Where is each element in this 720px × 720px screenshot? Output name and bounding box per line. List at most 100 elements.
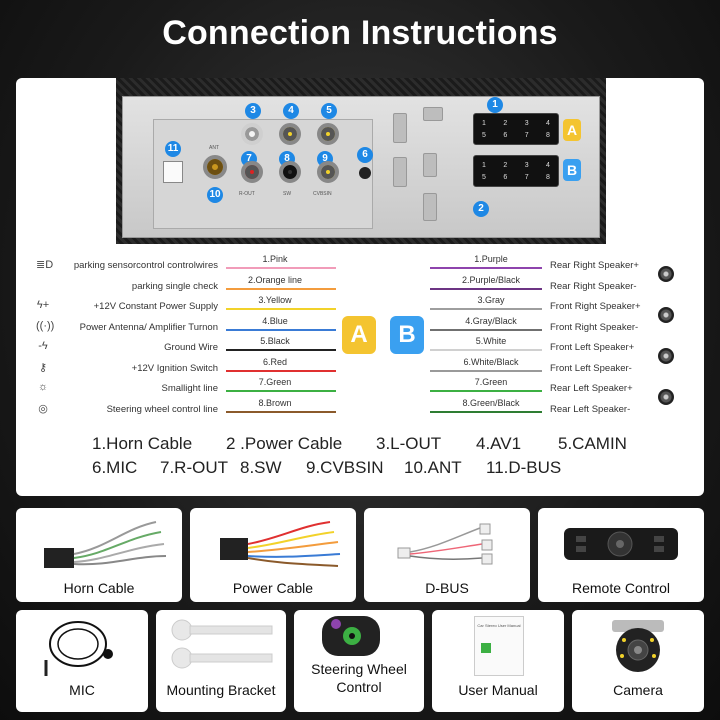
power-bolt-icon: ϟ+ (36, 299, 50, 311)
accessory-card-steering-wheel-control: Steering Wheel Control (294, 610, 424, 712)
wire-color-label: 6.Red (262, 356, 288, 367)
camin-jack (317, 123, 339, 145)
port-legend-item: 9.CVBSIN (306, 458, 384, 477)
accessory-label: Steering Wheel Control (311, 661, 407, 695)
speaker-function-label: Rear Left Speaker- (550, 403, 631, 415)
manual-logo (481, 643, 491, 653)
badge-6: 6 (357, 147, 373, 163)
wire-function-label: +12V Ignition Switch (131, 362, 218, 374)
wiring-tag-b: B (390, 316, 424, 354)
badge-4: 4 (283, 103, 299, 119)
av1-jack (279, 123, 301, 145)
port-legend-item: 5.CAMIN (558, 434, 627, 453)
pin: 6 (503, 173, 508, 181)
wire-line (226, 267, 336, 269)
antenna-icon: ((·)) (36, 319, 55, 332)
pin: 5 (482, 131, 486, 139)
wire-color-label: 8.Green/Black (462, 397, 520, 408)
light-bulb-icon: ☼ (37, 381, 49, 393)
speaker-function-label: Front Left Speaker+ (550, 342, 635, 353)
port-legend-item: 6.MIC (92, 458, 138, 477)
badge-5: 5 (321, 103, 337, 119)
wire-color-label: 5.White (475, 336, 507, 346)
port-legend-item: 11.D-BUS (486, 458, 562, 477)
accessory-card-mic: MIC (16, 610, 148, 712)
power-cable-illustration (220, 521, 341, 567)
wire-line (226, 410, 336, 413)
wire-function-label: parking sensorcontrol controlwires (73, 260, 218, 271)
accessory-card-power-cable: Power Cable (190, 508, 356, 602)
wire-color-label: 4.Blue (262, 315, 288, 326)
wiring-tag-a: A (342, 316, 376, 354)
connector-b-tag: B (563, 159, 581, 181)
wire-color-label: 8.Brown (258, 397, 292, 408)
pin: 7 (524, 131, 529, 139)
ant-label: ANT (209, 145, 219, 151)
pin: 4 (546, 161, 550, 169)
accessory-label: Power Cable (232, 580, 314, 596)
dbus-illustration (397, 523, 493, 565)
wire-line (226, 308, 336, 310)
pin: 2 (503, 119, 508, 127)
dbus-port (163, 161, 183, 183)
badge-10: 10 (207, 187, 223, 203)
port-legend-item: 8.SW (240, 458, 282, 477)
steering-wheel-control-illustration (322, 616, 380, 656)
wire-line (430, 369, 542, 372)
accessory-label: User Manual (458, 682, 538, 698)
pin: 1 (482, 119, 486, 127)
wire-color-label: 2.Orange line (247, 274, 303, 285)
wire-line (430, 410, 542, 413)
accessory-label: Horn Cable (63, 580, 135, 596)
horn-cable-illustration (44, 521, 167, 568)
speaker-icon (658, 266, 674, 282)
speaker-icon (658, 389, 674, 405)
port-legend-item: 7.R-OUT (160, 458, 228, 477)
wire-line (430, 267, 542, 269)
speaker-function-label: Rear Right Speaker- (550, 280, 637, 292)
accessory-label: MIC (69, 682, 95, 698)
cvbsin-jack (317, 161, 339, 183)
badge-3: 3 (245, 103, 261, 119)
wire-line (430, 349, 542, 351)
wire-line (226, 390, 336, 392)
wire-function-label: Ground Wire (164, 342, 218, 353)
speaker-function-label: Front Right Speaker- (550, 321, 639, 333)
wire-color-label: 7.Green (474, 377, 508, 387)
device-face: 11 ANT 10 3 4 5 7 8 9 R-OUT SW CVBSIN 6 (122, 96, 600, 238)
wire-color-label: 6.White/Black (463, 356, 519, 367)
page-title: Connection Instructions (162, 14, 558, 52)
pin: 1 (482, 161, 486, 169)
camera-illustration (612, 620, 664, 672)
connector-a-tag: A (563, 119, 581, 141)
manual-illustration: Car Stereo User Manual (474, 616, 524, 676)
pin: 8 (546, 131, 550, 139)
pin: 3 (524, 119, 529, 127)
steering-wheel-icon: ◎ (38, 402, 48, 415)
wire-line (226, 349, 336, 351)
accessory-label: Mounting Bracket (166, 682, 276, 698)
wire-color-label: 5.Black (260, 336, 290, 346)
connection-diagram-panel: 11 ANT 10 3 4 5 7 8 9 R-OUT SW CVBSIN 6 (16, 78, 704, 496)
wire-line (226, 328, 336, 331)
mic-hole (359, 167, 371, 179)
iso-connector-a: 1 2 3 4 5 6 7 8 (473, 113, 559, 145)
wire-line (226, 287, 336, 290)
wire-function-label: +12V Constant Power Supply (93, 301, 218, 312)
wire-color-label: 7.Green (258, 377, 292, 387)
accessory-card-remote-control: Remote Control (538, 508, 704, 602)
sw-small-label: SW (283, 191, 292, 197)
vent-slot (393, 157, 407, 187)
wire-line (430, 308, 542, 310)
speaker-function-label: Rear Left Speaker+ (550, 383, 633, 394)
pin: 3 (524, 161, 529, 169)
accessory-card-mounting-bracket: Mounting Bracket (156, 610, 286, 712)
wire-line (430, 390, 542, 392)
remote-control-illustration (564, 528, 678, 560)
r-out-small-label: R-OUT (239, 191, 255, 197)
wire-function-label: Steering wheel control line (106, 403, 218, 415)
pin: 5 (482, 173, 486, 181)
r-out-jack (241, 161, 263, 183)
wire-line (226, 369, 336, 372)
accessory-card-camera: Camera (572, 610, 704, 712)
